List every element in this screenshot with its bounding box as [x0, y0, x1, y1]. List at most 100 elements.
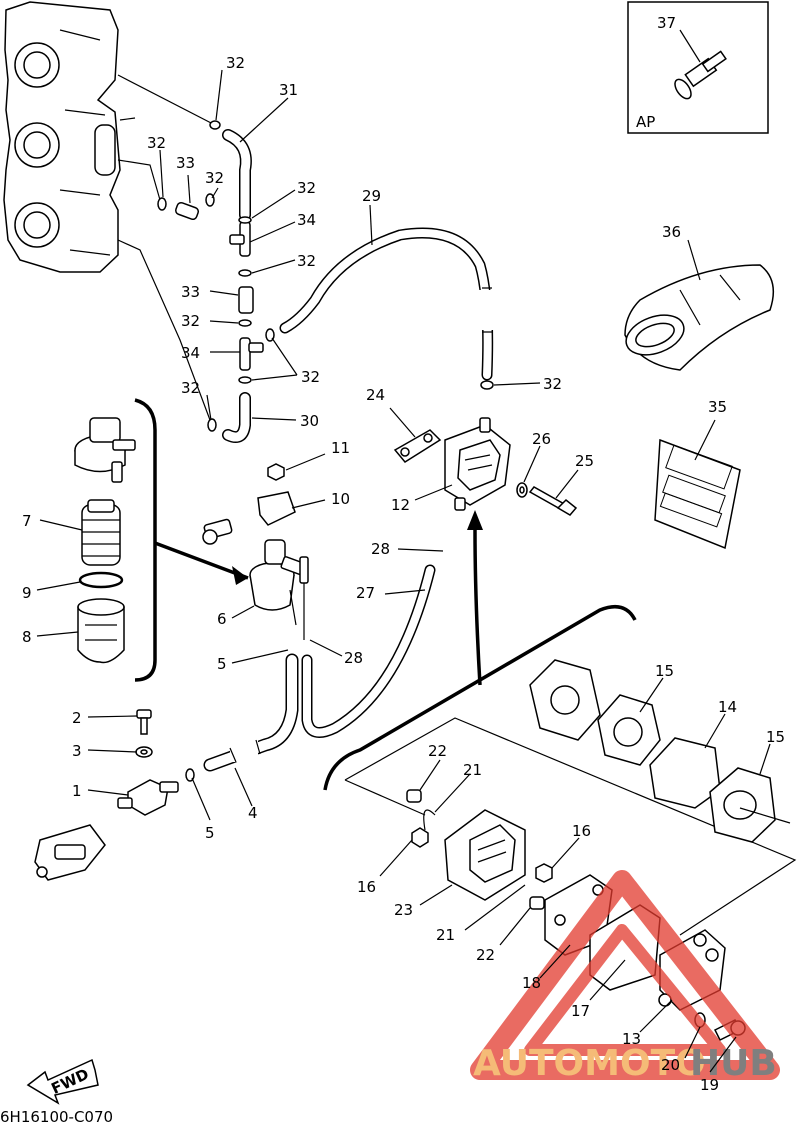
callout-21: 21: [463, 761, 482, 779]
callout-4: 4: [248, 804, 258, 822]
callout-12: 12: [391, 496, 410, 514]
engine-block: [3, 1, 121, 273]
callout-24: 24: [366, 386, 385, 404]
callout-32: 32: [147, 134, 166, 152]
part-15-gasket-b: [709, 767, 776, 843]
hose-lower-left: [203, 564, 436, 772]
part-7-element: [81, 499, 121, 566]
callout-17: 17: [571, 1002, 590, 1020]
part-15-gasket-a: [597, 694, 661, 766]
callout-28: 28: [344, 649, 363, 667]
watermark-text-2: HUB: [690, 1043, 777, 1084]
part-9-o-ring: [78, 571, 124, 589]
joint-34-lower: [239, 337, 264, 371]
callout-22: 22: [428, 742, 447, 760]
part-2-screw: [136, 709, 152, 735]
callout-7: 7: [22, 512, 32, 530]
fwd-arrow: FWD: [26, 1058, 99, 1105]
part-8-bowl: [77, 598, 125, 664]
callout-5: 5: [205, 824, 215, 842]
callout-32: 32: [297, 179, 316, 197]
hose-29: [279, 227, 500, 381]
part-35-label: [654, 438, 741, 550]
clips-32: [157, 120, 494, 432]
callout-9: 9: [22, 584, 32, 602]
hose-30: [222, 392, 251, 443]
callout-19: 19: [700, 1076, 719, 1094]
part-25-bolt: [528, 486, 578, 516]
callout-11: 11: [331, 439, 350, 457]
callout-37: 37: [657, 14, 676, 32]
part-plate-a: [529, 659, 601, 741]
callout-18: 18: [522, 974, 541, 992]
part-16-nut-a: [411, 827, 429, 848]
part-12-fuel-pump: [444, 417, 511, 511]
part-6-filter: [249, 539, 309, 640]
callout-5: 5: [217, 655, 227, 673]
callout-2: 2: [72, 709, 82, 727]
callout-1: 1: [72, 782, 82, 800]
leader-lines: [36, 69, 791, 1073]
callout-25: 25: [575, 452, 594, 470]
part-11-nut: [267, 463, 285, 481]
callout-29: 29: [362, 187, 381, 205]
callout-10: 10: [331, 490, 350, 508]
callout-32: 32: [301, 368, 320, 386]
callout-21: 21: [436, 926, 455, 944]
callout-35: 35: [708, 398, 727, 416]
part-3-washer: [135, 746, 153, 758]
part-14-diaphragm: [649, 737, 721, 809]
hose-33-lower: [238, 286, 254, 314]
callout-6: 6: [217, 610, 227, 628]
part-21-spring-a: [423, 809, 436, 831]
part-23-body: [444, 809, 526, 901]
callout-13: 13: [622, 1030, 641, 1048]
callout-14: 14: [718, 698, 737, 716]
callout-30: 30: [300, 412, 319, 430]
watermark-logo: AUTOMOTO HUB: [470, 870, 780, 1084]
callout-32: 32: [543, 375, 562, 393]
callout-labels: 37 AP 32 31 32 33 32 32 34 32 29 36 33 3…: [22, 14, 785, 1094]
part-10-bracket: [202, 491, 296, 545]
callout-15: 15: [766, 728, 785, 746]
callout-27: 27: [356, 584, 375, 602]
callout-28: 28: [371, 540, 390, 558]
callout-20: 20: [661, 1056, 680, 1074]
callout-16: 16: [572, 822, 591, 840]
part-37-fitting: [674, 29, 727, 100]
inset-tag: AP: [636, 113, 655, 131]
callout-32: 32: [205, 169, 224, 187]
callout-36: 36: [662, 223, 681, 241]
watermark-text-1: AUTOMOTO: [473, 1043, 706, 1084]
callout-34: 34: [181, 344, 200, 362]
callout-32: 32: [181, 379, 200, 397]
part-24-gasket: [393, 429, 442, 463]
callout-32: 32: [181, 312, 200, 330]
callout-16: 16: [357, 878, 376, 896]
callout-33: 33: [181, 283, 200, 301]
filter-assembly: [74, 417, 136, 483]
part-1-joint: [117, 779, 179, 816]
callout-23: 23: [394, 901, 413, 919]
callout-3: 3: [72, 742, 82, 760]
callout-32: 32: [297, 252, 316, 270]
hose-33-upper: [174, 201, 200, 221]
part-16-nut-b: [535, 863, 553, 883]
callout-31: 31: [279, 81, 298, 99]
callout-8: 8: [22, 628, 32, 646]
callout-32: 32: [226, 54, 245, 72]
callout-15: 15: [655, 662, 674, 680]
joint-34-upper: [229, 221, 251, 257]
part-26-washer: [516, 482, 528, 498]
part-22-screw-b: [529, 896, 545, 910]
callout-33: 33: [176, 154, 195, 172]
part-36-silencer: [624, 264, 775, 371]
callout-26: 26: [532, 430, 551, 448]
diagram-code: 6H16100-C070: [0, 1108, 113, 1126]
hose-31: [222, 129, 252, 221]
callout-34: 34: [297, 211, 316, 229]
fuel-connector: [34, 824, 106, 881]
inset-box: [627, 1, 769, 134]
callout-22: 22: [476, 946, 495, 964]
